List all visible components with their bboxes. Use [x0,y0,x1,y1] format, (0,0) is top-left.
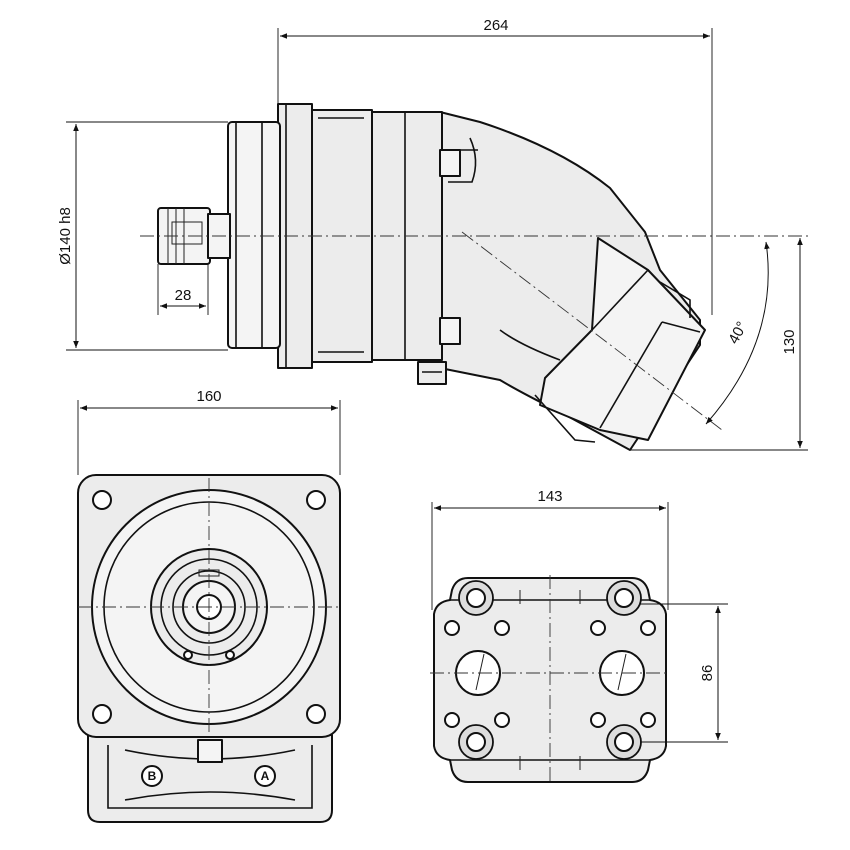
dim-side-height: 130 [630,238,808,451]
housing-plug-top [439,149,461,177]
port-a-circle [254,765,276,787]
port-b-circle [141,765,163,787]
dim-shaft-length: 28 [157,264,209,315]
dim-28-label: 28 [175,287,192,304]
dim-264-label: 264 [483,17,508,34]
side-view [140,103,810,451]
flange-hole-tl [92,490,112,510]
drain-port [417,361,447,385]
flange-hole-tr [306,490,326,510]
port-b-label: B [148,769,157,783]
dim-140-label: Ø140 h8 [57,207,74,265]
front-view: B A [77,474,341,823]
dim-flange-width: 160 [77,388,341,475]
dim-port-spacing: 86 [640,603,728,743]
dim-130-label: 130 [781,329,798,354]
port-plate-view [430,575,670,785]
flange-hole-bl [92,704,112,724]
dim-160-label: 160 [196,388,221,405]
flange-hole-br [306,704,326,724]
dim-bend-angle: 40° [705,241,770,425]
front-drain-plug [197,739,223,763]
dim-port-plate-width: 143 [431,488,669,610]
dim-143-label: 143 [537,488,562,505]
port-a-label: A [261,769,270,783]
dim-86-label: 86 [699,665,716,682]
dim-40-label: 40° [725,319,751,347]
front-port-housing [87,734,333,823]
housing-plug-bottom [439,317,461,345]
port-end-cap [539,237,706,441]
dim-flange-diameter: Ø140 h8 [57,121,228,351]
